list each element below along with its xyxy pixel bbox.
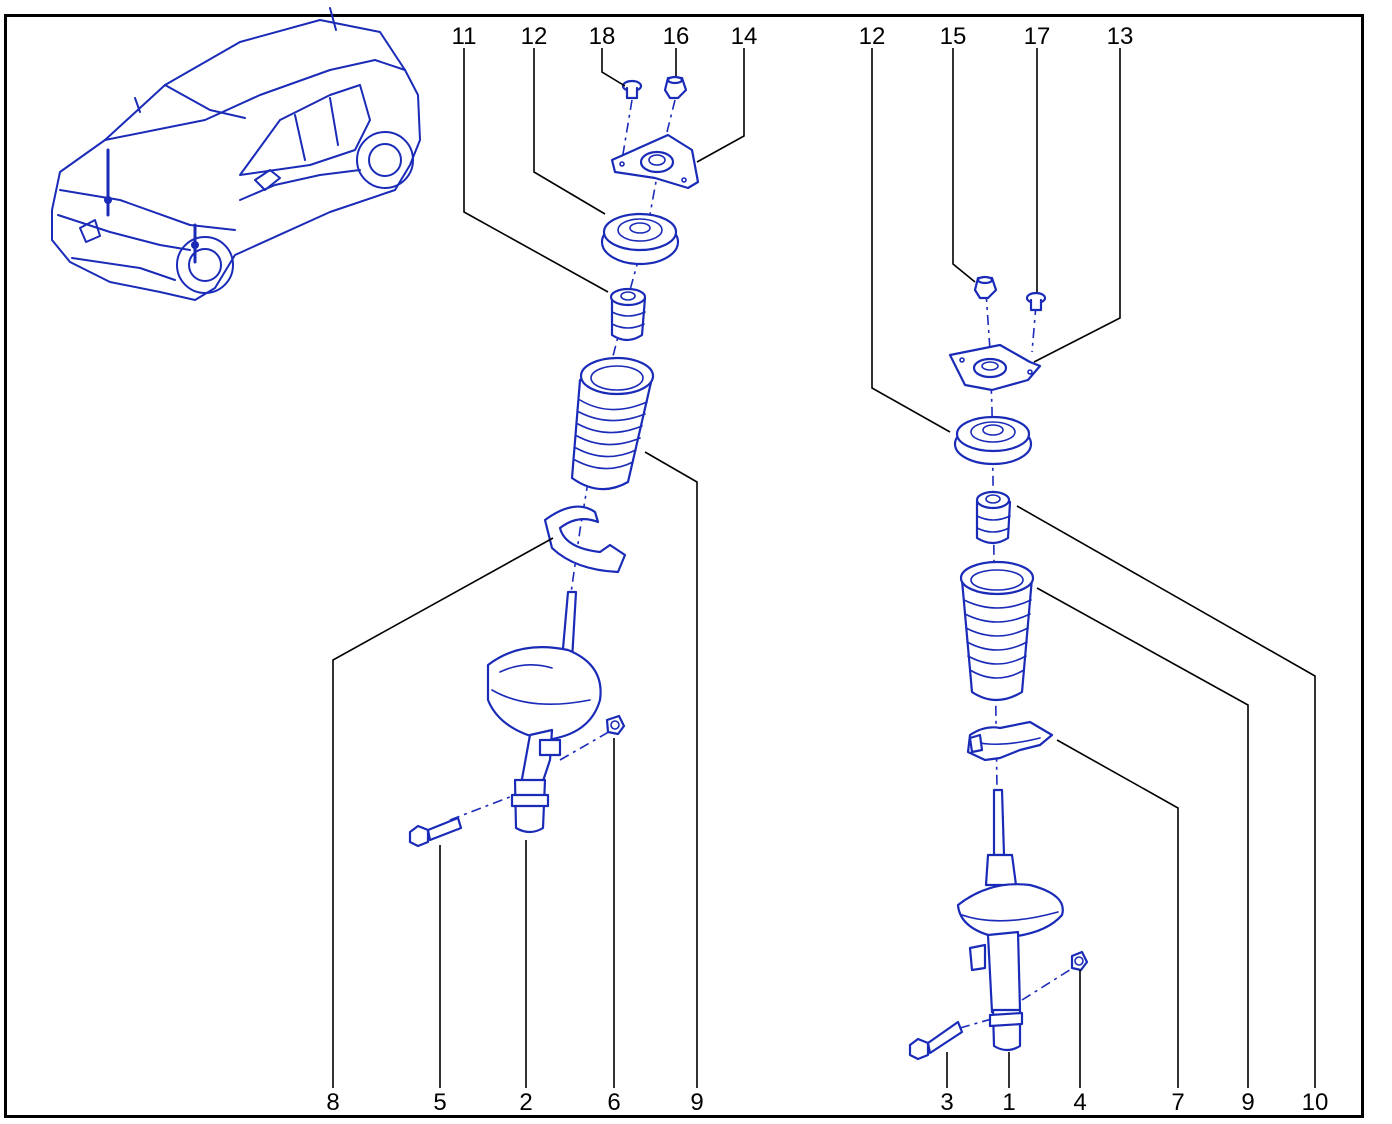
part-7-spring-seat (966, 720, 1054, 762)
part-13-upper-mount (948, 343, 1042, 392)
callout-1: 1 (1002, 1089, 1015, 1116)
callout-10: 10 (1302, 1089, 1329, 1116)
diagram-frame (4, 14, 1364, 1118)
part-12b-bearing (953, 415, 1033, 466)
callout-4: 4 (1073, 1089, 1086, 1116)
callout-3: 3 (940, 1089, 953, 1116)
callout-18: 18 (589, 23, 616, 50)
callout-12-right: 12 (859, 23, 886, 50)
part-15-nut (973, 275, 998, 300)
part-14-upper-mount (610, 133, 700, 190)
part-4-nut (1070, 950, 1089, 972)
callout-2: 2 (519, 1089, 532, 1116)
part-16-nut (663, 75, 688, 100)
callout-15: 15 (940, 23, 967, 50)
part-2-shock-absorber (486, 590, 602, 834)
callout-11: 11 (452, 23, 477, 50)
right-strut-assembly (908, 275, 1089, 1061)
part-12-bearing (600, 212, 680, 266)
callout-13: 13 (1107, 23, 1134, 50)
left-strut-assembly (408, 75, 700, 848)
callout-numbers: 11 12 18 16 14 12 15 17 13 8 5 2 6 9 3 1… (326, 23, 1328, 1116)
callout-17: 17 (1024, 23, 1051, 50)
callout-7: 7 (1171, 1089, 1184, 1116)
part-5-bolt (408, 816, 463, 848)
part-6-nut (605, 714, 626, 736)
callout-12-left: 12 (521, 23, 548, 50)
callout-16: 16 (663, 23, 690, 50)
part-1-shock-absorber (956, 788, 1064, 1052)
callout-6: 6 (607, 1089, 620, 1116)
leader-lines (332, 48, 1316, 1088)
callout-5: 5 (433, 1089, 446, 1116)
callout-8: 8 (326, 1089, 339, 1116)
callout-9-right: 9 (1241, 1089, 1254, 1116)
callout-14: 14 (731, 23, 758, 50)
part-9-dust-boot (570, 356, 655, 491)
part-3-bolt (908, 1020, 964, 1061)
part-17-screw (1025, 291, 1047, 312)
part-8-spring-seat (543, 505, 627, 574)
part-10-bump-stop (975, 490, 1012, 545)
vehicle-location-thumbnail (51, 7, 421, 301)
callout-9-left: 9 (690, 1089, 703, 1116)
part-9b-dust-boot (959, 560, 1035, 702)
part-11-bump-stop (609, 287, 647, 342)
part-18-screw (621, 79, 643, 100)
